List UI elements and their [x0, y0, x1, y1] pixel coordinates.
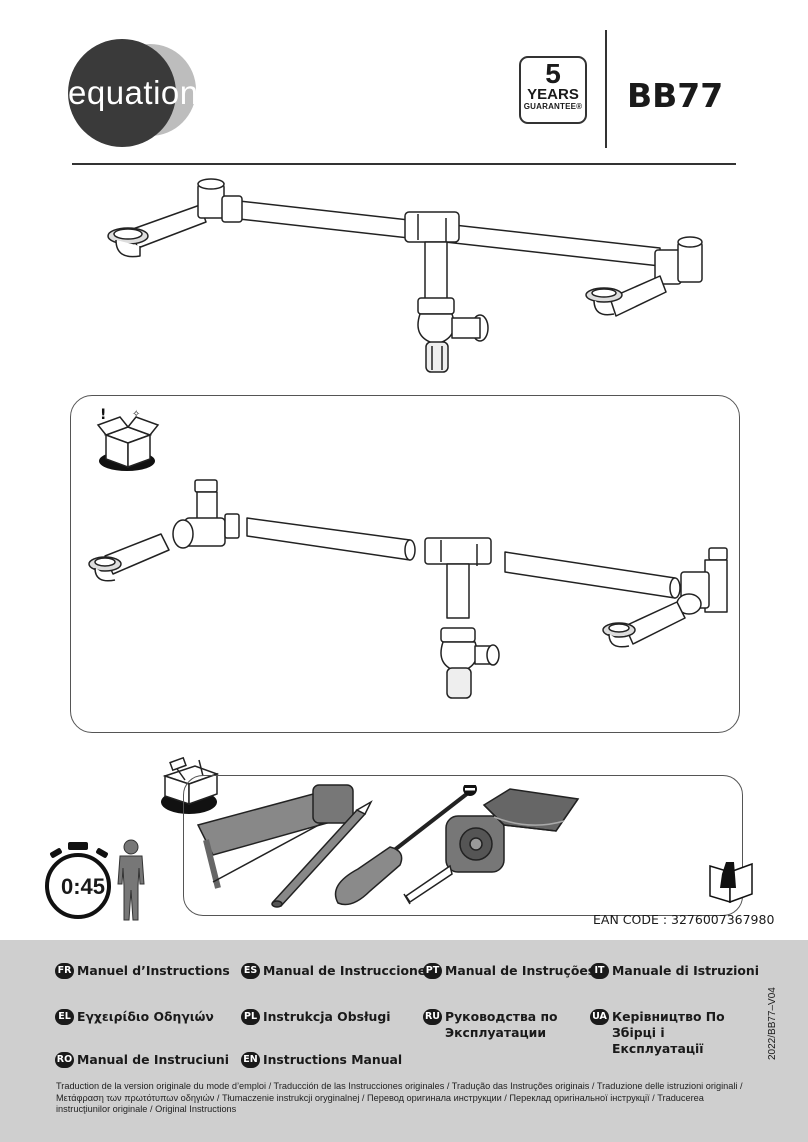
language-label: Εγχειρίδιο Οδηγιών: [77, 1009, 214, 1024]
person-icon: [117, 839, 145, 921]
assembly-time: 0:45: [61, 874, 106, 899]
language-label: Manuale di Istruzioni: [612, 963, 759, 978]
language-label: Instrukcja Obsługi: [263, 1009, 391, 1024]
language-label: Manual de Instruciuni: [77, 1052, 229, 1067]
language-code: FR: [55, 963, 74, 979]
svg-text:✧: ✧: [132, 409, 140, 420]
header-separator: [605, 30, 607, 148]
language-code: ES: [241, 963, 260, 979]
language-label: Manual de Instrucciones: [263, 963, 434, 978]
tools-panel: [183, 775, 743, 916]
language-code: PT: [423, 963, 442, 979]
guarantee-badge: 5 YEARS GUARANTEE®: [519, 56, 587, 124]
language-code: RU: [423, 1009, 442, 1025]
assembled-siphon-illustration: [107, 178, 703, 373]
language-code: PL: [241, 1009, 260, 1025]
pencil-icon: [271, 800, 373, 908]
language-code: UA: [590, 1009, 609, 1025]
language-label: Instructions Manual: [263, 1052, 403, 1067]
guarantee-years-number: 5: [545, 58, 561, 89]
manual-hand-icon: [709, 862, 753, 904]
language-code: IT: [590, 963, 609, 979]
language-code: EL: [55, 1009, 74, 1025]
box-open-icon: ! ✧: [96, 407, 160, 471]
screwdriver-icon: [334, 785, 477, 906]
language-label: Руководства по Эксплуатации: [445, 1009, 558, 1040]
hacksaw-icon: [196, 784, 354, 889]
brand-logo-text: equation: [68, 74, 199, 111]
document-code: 2022/BB77–V04: [767, 987, 778, 1060]
language-label: Керівництво По Збірці і Експлуатації: [612, 1009, 725, 1056]
ean-code: EAN CODE : 3276007367980: [593, 912, 775, 927]
guarantee-label: GUARANTEE®: [523, 102, 583, 111]
guarantee-years-label: YEARS: [527, 86, 579, 103]
cloth-icon: [482, 788, 580, 832]
language-code: EN: [241, 1052, 260, 1068]
model-number: BB77: [627, 76, 724, 115]
language-label: Manual de Instruções: [445, 963, 596, 978]
tape-measure-icon: [403, 815, 505, 905]
brand-logo: [68, 39, 196, 147]
language-code: RO: [55, 1052, 74, 1068]
translation-note: Traduction de la version originale du mo…: [56, 1081, 743, 1114]
svg-text:!: !: [100, 407, 106, 423]
language-label: Manuel d’Instructions: [77, 963, 230, 978]
stopwatch-icon: [45, 842, 111, 919]
parts-panel: [70, 395, 740, 733]
exploded-parts-illustration: [88, 479, 728, 699]
header-rule: [72, 163, 736, 165]
